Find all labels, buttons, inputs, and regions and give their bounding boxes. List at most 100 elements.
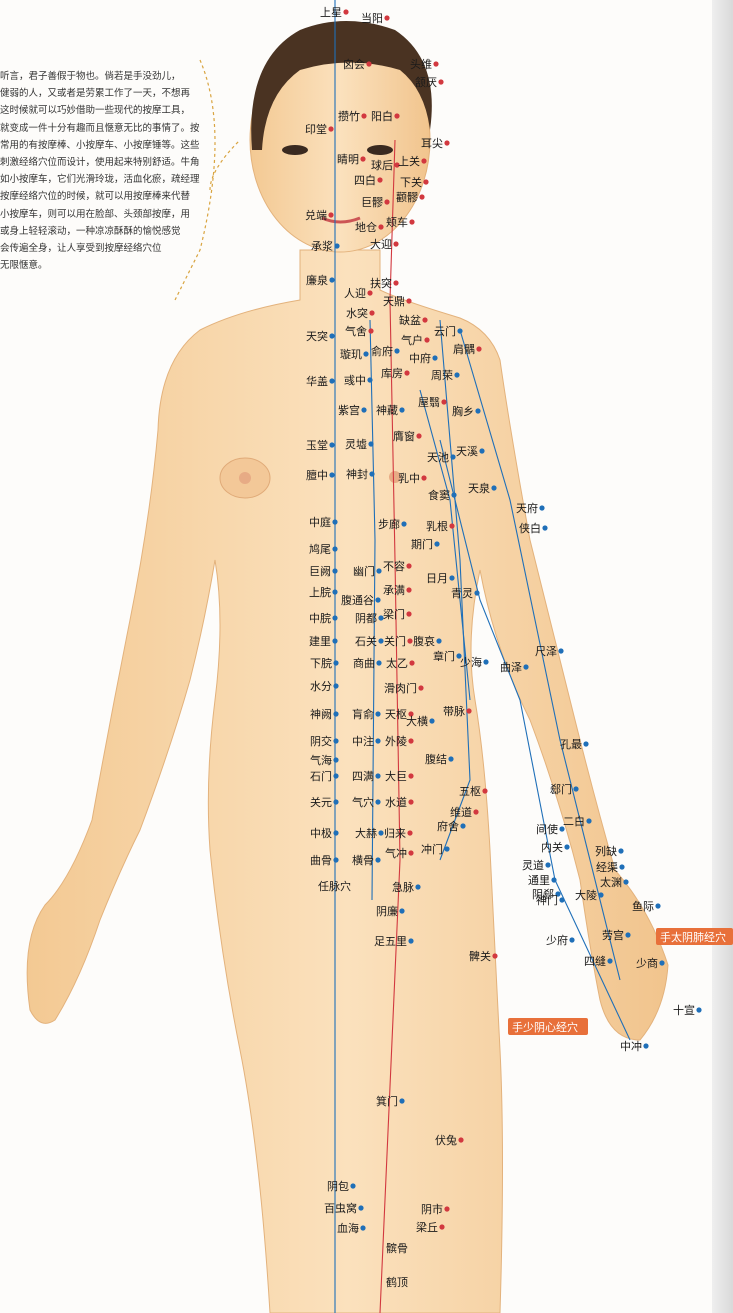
acupoint-label: 乳中 xyxy=(398,472,420,485)
acupoint-label: 劳宫 xyxy=(602,928,624,942)
lung-meridian-label: 手太阴肺经穴 xyxy=(660,930,726,944)
acupoint-label: 大巨 xyxy=(385,769,407,783)
acupoint-dot xyxy=(407,830,412,835)
acupoint-label: 曲骨 xyxy=(310,854,332,867)
acupoint-label: 不容 xyxy=(383,559,405,573)
acupoint-dot xyxy=(329,333,334,338)
acupoint-label: 维道 xyxy=(450,805,472,819)
acupoint-dot xyxy=(424,337,429,342)
acupoint-dot xyxy=(421,158,426,163)
acupoint-dot xyxy=(333,738,338,743)
acupoint-dot xyxy=(375,857,380,862)
acupoint-dot xyxy=(393,241,398,246)
acupoint-label: 上脘 xyxy=(309,585,331,599)
acupoint-dot xyxy=(378,638,383,643)
acupoint-label: 库房 xyxy=(381,367,403,380)
acupoint-dot xyxy=(399,407,404,412)
acupoint-label: 冲门 xyxy=(421,842,443,856)
acupoint: 间使 xyxy=(536,823,565,836)
acupoint-label: 大陵 xyxy=(575,888,597,902)
acupoint-dot xyxy=(433,61,438,66)
acupoint-dot xyxy=(350,1183,355,1188)
eye xyxy=(282,145,308,155)
acupoint-dot xyxy=(482,788,487,793)
acupoint-label: 箕门 xyxy=(376,1094,398,1108)
acupoint-label: 颔厌 xyxy=(415,75,437,89)
acupoint-dot xyxy=(332,568,337,573)
acupoint: 少海 xyxy=(460,655,489,669)
acupoint-dot xyxy=(361,113,366,118)
acupoint-label: 缺盆 xyxy=(399,313,421,327)
acupoint-dot xyxy=(458,1137,463,1142)
acupoint-label: 囟会 xyxy=(343,58,365,71)
acupoint-label: 气海 xyxy=(310,753,332,767)
acupoint-label: 颧髎 xyxy=(396,191,418,204)
acupoint-dot xyxy=(492,953,497,958)
acupoint-dot xyxy=(360,1225,365,1230)
acupoint-label: 灵道 xyxy=(522,858,544,872)
acupoint-label: 大横 xyxy=(406,714,428,728)
acupoint-label: 腹结 xyxy=(425,752,447,766)
acupoint-label: 天池 xyxy=(427,451,449,464)
acupoint-dot xyxy=(367,290,372,295)
acupoint-dot xyxy=(368,441,373,446)
acupoint-dot xyxy=(329,472,334,477)
acupoint-label: 大赫 xyxy=(355,826,377,840)
acupoint-label: 华盖 xyxy=(306,374,328,388)
acupoint-label: 颊车 xyxy=(386,215,408,229)
acupoint-dot xyxy=(328,126,333,131)
acupoint-dot xyxy=(474,590,479,595)
acupoint: 鱼际 xyxy=(632,899,661,913)
acupoint-label: 阴都 xyxy=(355,612,377,625)
acupoint: 少府 xyxy=(546,933,575,947)
acupoint-dot xyxy=(523,664,528,669)
acupoint-label: 腹哀 xyxy=(413,634,435,648)
acupoint-dot xyxy=(475,408,480,413)
acupoint-label: 中冲 xyxy=(620,1039,642,1053)
acupoint-label: 地仓 xyxy=(355,220,377,234)
acupoint-dot xyxy=(375,597,380,602)
acupoint-dot xyxy=(423,179,428,184)
acupoint-label: 神门 xyxy=(536,893,558,907)
acupoint: 灵道 xyxy=(522,858,551,872)
acupoint-dot xyxy=(377,177,382,182)
acupoint-label: 伏兔 xyxy=(435,1133,457,1147)
acupoint-dot xyxy=(333,799,338,804)
acupoint-label: 五枢 xyxy=(459,784,481,798)
acupoint-dot xyxy=(332,615,337,620)
dotted-divider xyxy=(175,60,215,300)
acupoint-label: 府舍 xyxy=(437,819,459,833)
acupoint-label: 青灵 xyxy=(451,587,473,600)
acupoint-label: 血海 xyxy=(337,1221,359,1235)
tag-lung: 手太阴肺经穴 xyxy=(656,928,733,945)
acupoint-label: 四满 xyxy=(352,770,374,783)
acupoint-dot xyxy=(376,568,381,573)
acupoint-label: 内关 xyxy=(541,840,563,854)
heart-meridian-label: 手少阴心经穴 xyxy=(512,1020,578,1034)
acupoint-label: 人迎 xyxy=(344,287,366,300)
acupoint-label: 灵墟 xyxy=(345,438,367,451)
acupoint-label: 归来 xyxy=(384,826,406,840)
acupoint-dot xyxy=(408,773,413,778)
acupoint-dot xyxy=(444,846,449,851)
acupoint-label: 巨阙 xyxy=(309,565,331,578)
acupoint-label: 神藏 xyxy=(376,403,398,417)
acupoint-label: 任脉穴 xyxy=(318,879,351,893)
acupoint-dot xyxy=(444,140,449,145)
acupoint-dot xyxy=(406,611,411,616)
acupoint-dot xyxy=(598,892,603,897)
acupoint: 侠白 xyxy=(519,521,548,535)
acupoint-dot xyxy=(343,9,348,14)
tag-heart: 手少阴心经穴 xyxy=(508,1018,588,1035)
acupoint-dot xyxy=(655,903,660,908)
acupoint-label: 百虫窝 xyxy=(324,1201,357,1215)
acupoint-dot xyxy=(551,877,556,882)
acupoint-dot xyxy=(569,937,574,942)
acupoint-label: 太渊 xyxy=(600,876,622,889)
acupoint-label: 中庭 xyxy=(309,515,331,529)
acupoint-dot xyxy=(332,589,337,594)
acupoint-label: 鱼际 xyxy=(632,899,654,913)
acupoint-dot xyxy=(334,243,339,248)
acupoint-label: 攒竹 xyxy=(338,109,360,123)
